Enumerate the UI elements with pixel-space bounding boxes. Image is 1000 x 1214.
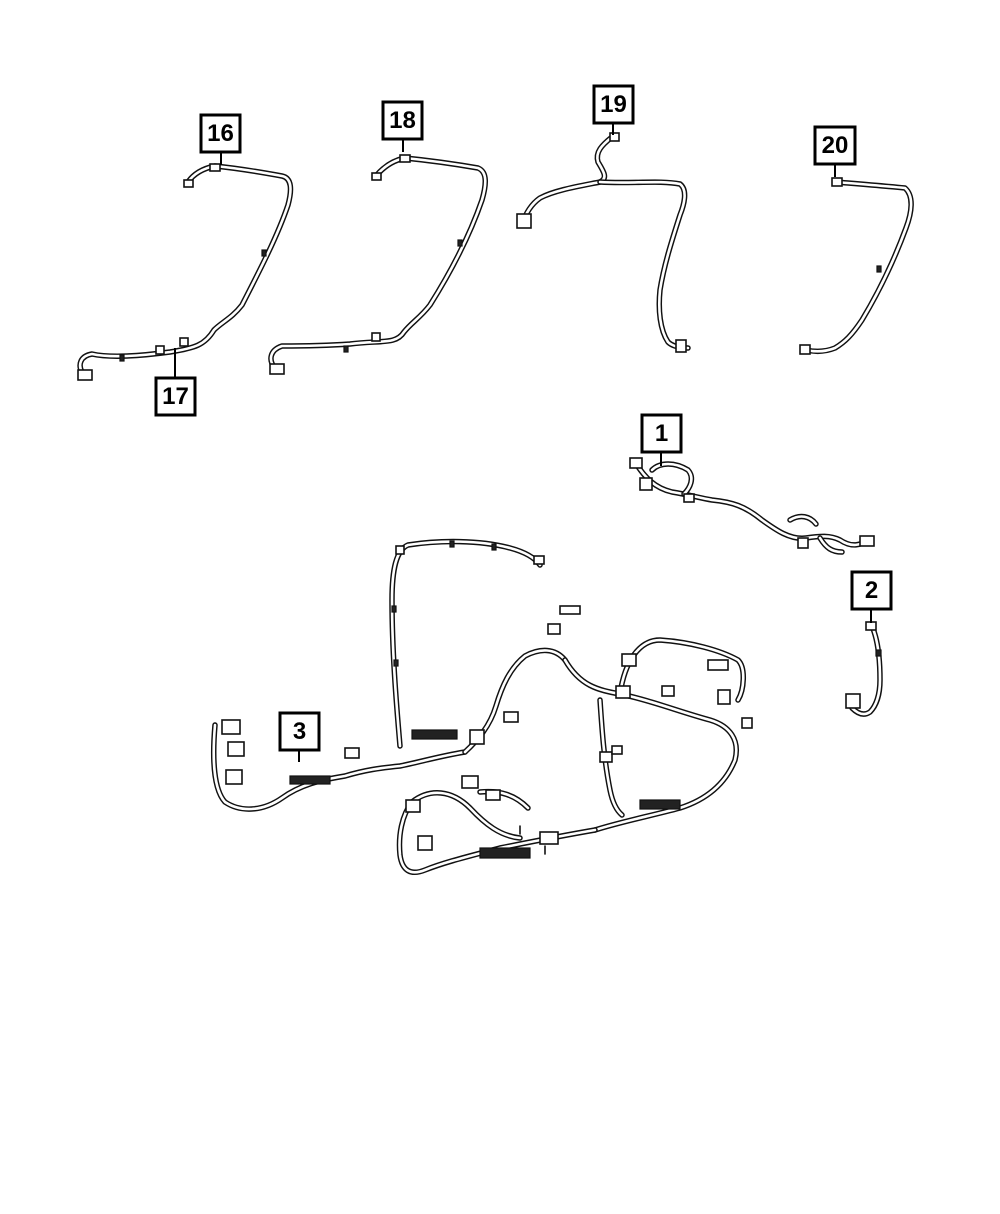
- connector-icon: [533, 555, 545, 565]
- connector-icon: [371, 332, 381, 342]
- connector-icon: [503, 711, 519, 723]
- connector-icon: [269, 363, 285, 375]
- connector-icon: [417, 835, 433, 851]
- connector-icon: [683, 493, 695, 503]
- clip-icon: [393, 659, 399, 667]
- clip-icon: [119, 354, 125, 362]
- connector-icon: [155, 345, 165, 355]
- connector-icon: [547, 623, 561, 635]
- connector-icon: [225, 769, 243, 785]
- callout-17: 17: [154, 348, 197, 417]
- harness-20: [799, 177, 914, 355]
- clip-icon: [343, 345, 349, 353]
- connector-icon: [516, 213, 532, 229]
- connector-icon: [411, 729, 458, 740]
- connector-icon: [227, 741, 245, 757]
- harness-18: [268, 154, 488, 375]
- callout-1: 1: [640, 413, 683, 466]
- connector-icon: [629, 457, 643, 469]
- callout-label-17: 17: [162, 383, 189, 410]
- callout-label-19: 19: [600, 91, 627, 118]
- callout-18: 18: [381, 100, 424, 152]
- callout-16: 16: [199, 113, 242, 165]
- clip-icon: [449, 540, 455, 548]
- connector-icon: [865, 621, 877, 631]
- callout-label-2: 2: [865, 577, 878, 604]
- connector-icon: [599, 751, 613, 763]
- connector-icon: [639, 799, 681, 810]
- connector-icon: [461, 775, 479, 789]
- callout-2: 2: [850, 570, 893, 623]
- callout-label-3: 3: [293, 718, 306, 745]
- connector-icon: [469, 729, 485, 745]
- clip-icon: [261, 249, 267, 257]
- connector-icon: [209, 163, 221, 172]
- harness-3: [211, 538, 753, 876]
- clip-icon: [875, 649, 882, 657]
- callout-label-18: 18: [389, 107, 416, 134]
- callout-19: 19: [592, 84, 635, 135]
- connector-icon: [609, 132, 620, 142]
- connector-icon: [539, 831, 559, 845]
- connector-icon: [221, 719, 241, 735]
- callout-20: 20: [813, 125, 857, 177]
- callout-label-20: 20: [822, 132, 849, 159]
- connector-icon: [485, 789, 501, 801]
- connector-icon: [179, 337, 189, 347]
- connector-icon: [741, 717, 753, 729]
- connector-icon: [797, 537, 809, 549]
- connector-icon: [859, 535, 875, 547]
- harness-2: [845, 621, 883, 717]
- callout-3: 3: [278, 711, 321, 762]
- callout-label-1: 1: [655, 420, 668, 447]
- connector-icon: [639, 477, 653, 491]
- connector-icon: [845, 693, 861, 709]
- harness-19: [516, 132, 691, 353]
- connector-icon: [479, 847, 531, 859]
- harness-1: [629, 457, 875, 555]
- connector-icon: [344, 747, 360, 759]
- connector-icon: [611, 745, 623, 755]
- connector-icon: [661, 685, 675, 697]
- connector-icon: [799, 344, 811, 355]
- connector-icon: [77, 369, 93, 381]
- connector-icon: [707, 659, 729, 671]
- connector-icon: [371, 172, 382, 181]
- connector-icon: [559, 605, 581, 615]
- clip-icon: [457, 239, 463, 247]
- connector-icon: [831, 177, 843, 187]
- connector-icon: [399, 154, 411, 163]
- callout-label-16: 16: [207, 120, 234, 147]
- connector-icon: [717, 689, 731, 705]
- connector-icon: [395, 545, 405, 555]
- connector-icon: [675, 339, 687, 353]
- clip-icon: [491, 543, 497, 551]
- connector-icon: [405, 799, 421, 813]
- harness-16-17: [77, 163, 294, 381]
- clip-icon: [391, 605, 397, 613]
- connector-icon: [615, 685, 631, 699]
- connector-icon: [621, 653, 637, 667]
- connector-icon: [183, 179, 194, 188]
- connector-icon: [289, 775, 331, 785]
- clip-icon: [876, 265, 882, 273]
